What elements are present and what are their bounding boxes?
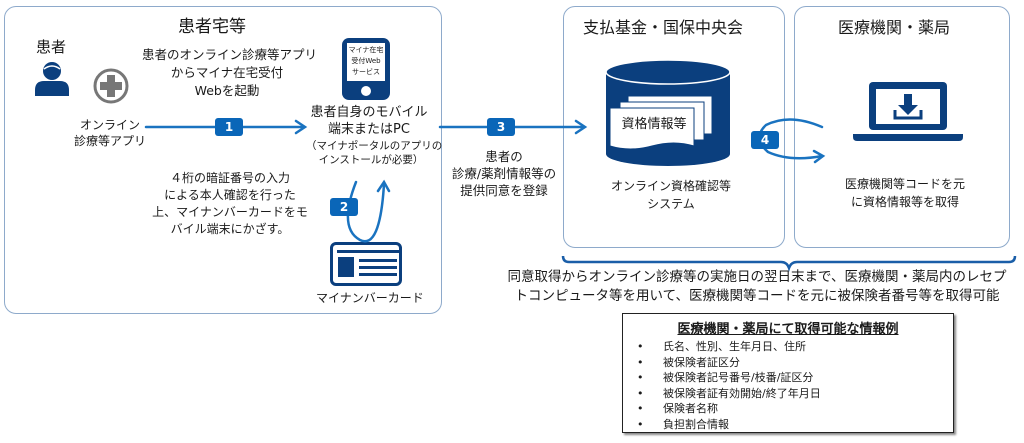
system-label: オンライン資格確認等 システム [610, 179, 731, 211]
photo-icon [338, 257, 354, 277]
info-item: •被保険者記号番号/枝番/証区分 [637, 371, 814, 384]
info-item: •氏名、性別、生年月日、住所 [637, 340, 806, 353]
clinic-title: 医療機関・薬局 [832, 14, 957, 40]
clinic-desc: 医療機関等コードを元 に資格情報等を取得 [844, 177, 965, 209]
laptop-download-icon [853, 82, 963, 141]
home-title: 患者宅等 [172, 12, 252, 39]
device-note: （マイナポータルのアプリの インストールが必要） [306, 140, 443, 166]
info-examples-box: 医療機関・薬局にて取得可能な情報例 •氏名、性別、生年月日、住所 •被保険者証区… [622, 313, 954, 433]
device-label: 患者自身のモバイル 端末またはPC [310, 105, 428, 137]
fund-title: 支払基金・国保中央会 [577, 14, 750, 40]
step-1-badge: 1 [215, 118, 243, 136]
info-item: •被保険者証有効開始/終了年月日 [637, 386, 821, 400]
arrow-1-head [294, 119, 308, 135]
patient-label: 患者 [36, 38, 67, 56]
step-2-badge: 2 [330, 198, 358, 216]
summary-text: 同意取得からオンライン診療等の実施日の翌日末まで、医療機関・薬局内のレセプ トコ… [507, 269, 1007, 304]
patient-icon [35, 62, 69, 96]
medical-cross-icon [93, 68, 129, 104]
info-item: •保険者名称 [637, 402, 718, 415]
mynumber-card-icon [330, 242, 402, 286]
info-list: •氏名、性別、生年月日、住所 •被保険者証区分 •被保険者記号番号/枝番/証区分… [623, 339, 953, 432]
info-item: •被保険者証区分 [637, 355, 740, 369]
phone-icon: マイナ在宅 受付Web サービス [342, 38, 390, 100]
info-box-title: 医療機関・薬局にて取得可能な情報例 [677, 322, 899, 337]
arrow-4-head [812, 149, 826, 164]
step-3-badge: 3 [487, 118, 515, 136]
arrow-2-head [376, 179, 391, 193]
info-item: •負担割合情報 [637, 417, 729, 431]
app-label: オンライン 診療等アプリ [73, 118, 146, 148]
pin-instruction: ４桁の暗証番号の入力 による本人確認を行った 上、マイナンバーカードをモ バイル… [152, 171, 308, 236]
step-4-badge: 4 [751, 131, 779, 149]
summary-brace [561, 255, 1017, 272]
card-label: マイナンバーカード [316, 291, 424, 305]
phone-screen: マイナ在宅 受付Web サービス [347, 43, 385, 81]
arrow-3-head [574, 119, 588, 135]
database-icon [605, 59, 731, 166]
launch-text: 患者のオンライン診療等アプリ からマイナ在宅受付 Webを起動 [142, 47, 318, 98]
db-label: 資格情報等 [621, 117, 687, 132]
consent-text: 患者の 診療/薬剤情報等の 提供同意を登録 [451, 149, 557, 198]
phone-home-button [361, 86, 371, 96]
